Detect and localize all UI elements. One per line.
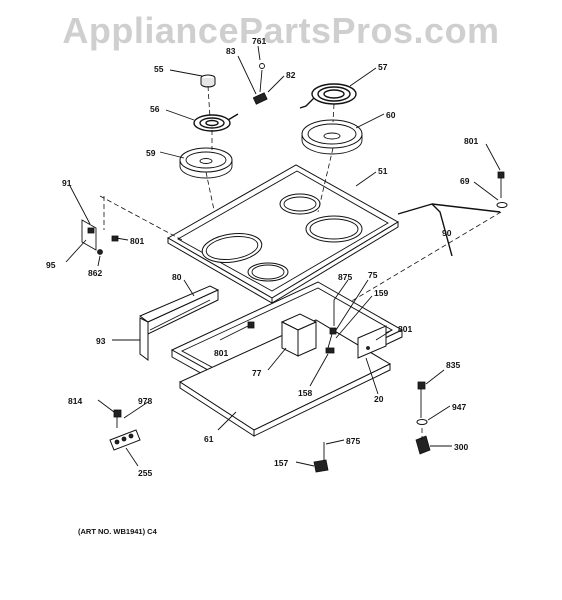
watermark-text: AppliancePartsPros.com — [62, 10, 500, 51]
screw-814 — [113, 409, 122, 428]
label-947: 947 — [452, 402, 466, 412]
surface-unit-57 — [299, 83, 357, 109]
label-875-mid: 875 — [338, 272, 352, 282]
label-875-low: 875 — [346, 436, 360, 446]
label-80: 80 — [172, 272, 182, 282]
cooktop-51 — [166, 164, 399, 304]
terminal-block-77 — [280, 313, 318, 357]
side-trim-80 — [139, 285, 220, 335]
label-835: 835 — [446, 360, 460, 370]
label-801-top-right: 801 — [464, 136, 478, 146]
label-57: 57 — [378, 62, 388, 72]
label-255: 255 — [138, 468, 152, 478]
label-20: 20 — [374, 394, 384, 404]
knob-55 — [200, 74, 216, 88]
bracket-91 — [81, 219, 119, 255]
screw-801-top-right — [496, 171, 508, 208]
art-number-caption: (ART NO. WB1941) C4 — [78, 527, 158, 536]
label-801-right: 801 — [398, 324, 412, 334]
terminal-strip-255 — [109, 429, 141, 451]
leader-lines — [65, 45, 501, 467]
screw-835 — [416, 381, 428, 425]
label-90: 90 — [442, 228, 452, 238]
label-77: 77 — [252, 368, 262, 378]
label-55: 55 — [154, 64, 164, 74]
surface-unit-56 — [193, 113, 239, 132]
label-56: 56 — [150, 104, 160, 114]
label-93: 93 — [96, 336, 106, 346]
label-75: 75 — [368, 270, 378, 280]
bottom-pan-61 — [178, 319, 392, 437]
rod-90 — [397, 203, 501, 257]
screw-157 — [313, 442, 329, 473]
label-300: 300 — [454, 442, 468, 452]
label-761: 761 — [252, 36, 266, 46]
label-158: 158 — [298, 388, 312, 398]
switch-20 — [357, 325, 387, 359]
label-82: 82 — [286, 70, 296, 80]
clip-158-159 — [325, 300, 337, 354]
label-60: 60 — [386, 110, 396, 120]
label-978: 978 — [138, 396, 152, 406]
receptacle-82 — [252, 63, 268, 105]
drip-pan-60 — [301, 119, 363, 155]
label-91: 91 — [62, 178, 72, 188]
part-labels: 761 83 55 82 57 56 60 801 59 51 69 91 80… — [46, 36, 478, 536]
label-61: 61 — [204, 434, 214, 444]
label-159: 159 — [374, 288, 388, 298]
side-panel-93 — [139, 299, 211, 361]
label-95: 95 — [46, 260, 56, 270]
label-157: 157 — [274, 458, 288, 468]
label-862: 862 — [88, 268, 102, 278]
label-51: 51 — [378, 166, 388, 176]
label-69: 69 — [460, 176, 470, 186]
label-801-bottom: 801 — [214, 348, 228, 358]
bracket-300 — [415, 435, 431, 455]
label-801-left: 801 — [130, 236, 144, 246]
label-814: 814 — [68, 396, 82, 406]
label-59: 59 — [146, 148, 156, 158]
label-83: 83 — [226, 46, 236, 56]
screw-801-bottom — [247, 321, 255, 329]
